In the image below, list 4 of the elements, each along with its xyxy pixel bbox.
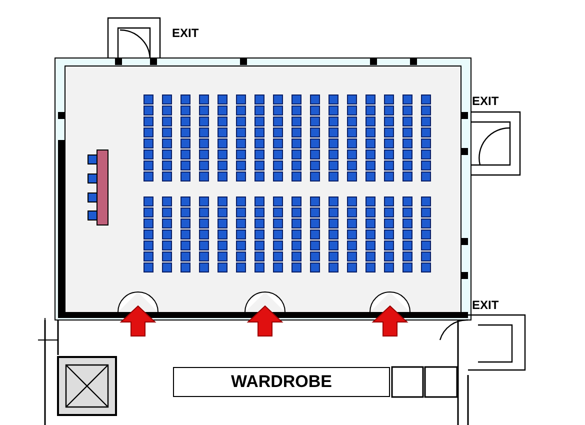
exit-label: EXIT <box>472 298 499 312</box>
exit-label: EXIT <box>172 26 199 40</box>
exit-label: EXIT <box>472 94 499 108</box>
wardrobe-counter: WARDROBE <box>173 367 390 397</box>
